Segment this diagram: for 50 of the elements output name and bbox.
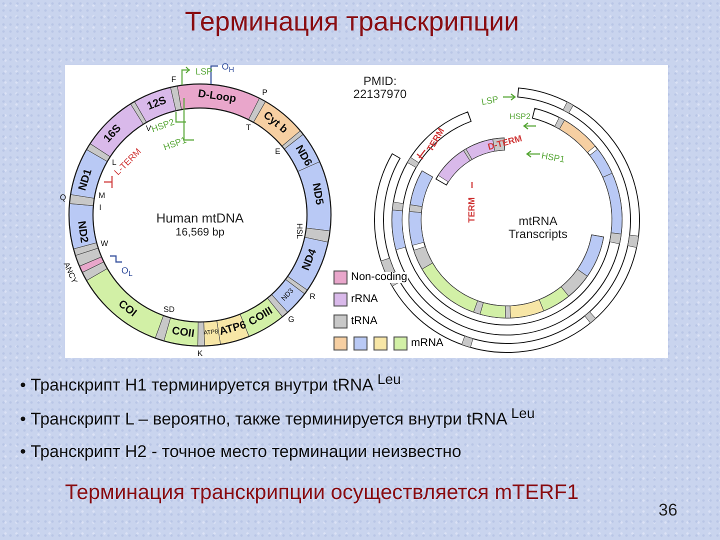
- gene-label: 12S: [146, 95, 168, 113]
- promoter-label: LSP: [480, 95, 500, 107]
- promoter-label: HSP2: [150, 118, 176, 134]
- conclusion-text: Терминация транскрипции осуществляется mTERF1: [65, 482, 579, 504]
- origin-label: O$_{L}$: [121, 266, 133, 278]
- trna-label: SD: [164, 306, 175, 314]
- legend-label: rRNA: [350, 294, 379, 305]
- gene-label: D-Loop: [196, 89, 236, 106]
- trna-label: T: [246, 124, 251, 132]
- map-subtitle: 16,569 bp: [176, 228, 224, 238]
- page-number: 36: [658, 502, 678, 518]
- slide-title: Терминация транскрипции: [184, 8, 520, 36]
- trna-label: L: [112, 159, 116, 168]
- gene-label: 16S: [102, 122, 124, 145]
- bullet-text: • Транскрипт L – вероятно, также терминируется внутри tRNA $^{Leu}$: [20, 406, 535, 428]
- trna-label: HSL: [294, 222, 303, 238]
- trna-label: M: [98, 192, 106, 200]
- map-title: mtRNA Transcripts: [508, 214, 568, 242]
- origin-label: O$_{H}$: [222, 62, 234, 74]
- gene-label: COIII: [247, 306, 276, 328]
- terminator-label: D-TERM: [486, 134, 524, 152]
- gene-label: ND4: [301, 247, 320, 272]
- gene-label: ND1: [78, 168, 95, 192]
- gene-label: COII: [171, 326, 196, 340]
- promoter-label: HSP1: [162, 136, 188, 152]
- legend-label: mRNA: [410, 338, 444, 349]
- terminator-label: TERM: [468, 197, 476, 223]
- trna-label: E: [275, 148, 280, 156]
- map-title: Human mtDNA: [156, 212, 244, 224]
- gene-label: ND2: [75, 220, 90, 244]
- trna-label: I: [99, 204, 102, 212]
- trna-label: G: [288, 316, 294, 324]
- promoter-label: HSP1: [540, 152, 566, 164]
- trna-label: W: [100, 240, 108, 248]
- gene-label: ATP6: [218, 320, 248, 338]
- gene-label: ND5: [310, 182, 325, 206]
- legend-label: Non-coding: [350, 272, 408, 283]
- trna-label: K: [197, 350, 203, 358]
- citation-note: PMID: 22137970: [352, 74, 408, 102]
- trna-label: V: [146, 125, 152, 134]
- legend-label: tRNA: [350, 316, 378, 327]
- trna-label: Q: [60, 194, 66, 202]
- bullet-text: • Транскрипт Н1 терминируется внутри tRNA $^{Leu}$: [20, 372, 401, 394]
- bullet-text: • Транскрипт Н2 - точное место терминации неизвестно: [20, 442, 462, 460]
- trna-label: R: [310, 292, 316, 301]
- gene-label: Cyt b: [260, 110, 290, 136]
- gene-label: COI: [116, 298, 138, 320]
- trna-label: F: [171, 76, 176, 84]
- trna-label: P: [262, 89, 268, 98]
- promoter-label: HSP2: [510, 113, 530, 121]
